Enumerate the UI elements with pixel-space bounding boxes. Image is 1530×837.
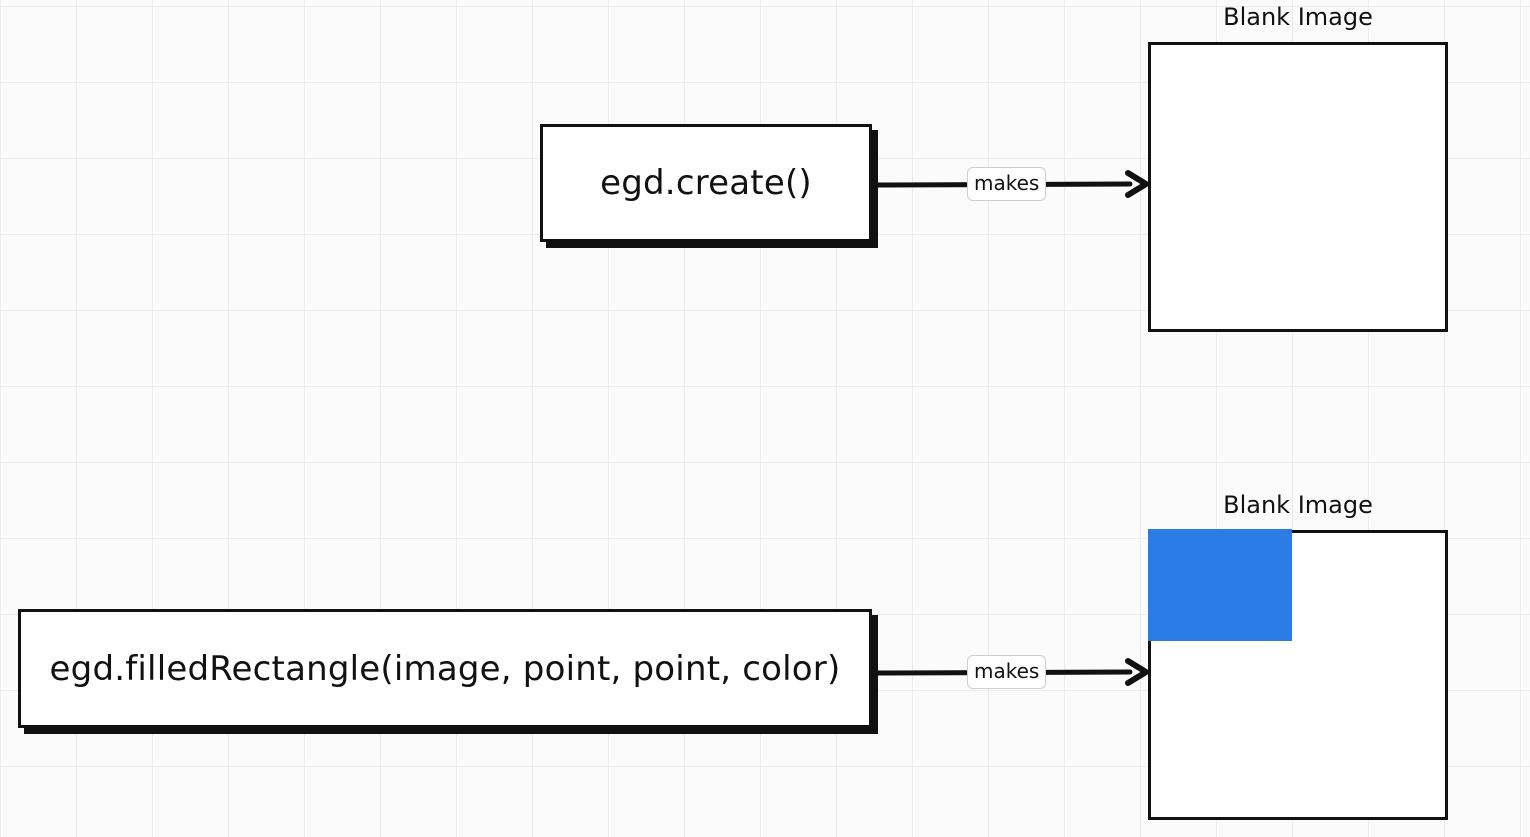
create-function-box: egd.create() bbox=[540, 124, 872, 242]
blank-image-title-bottom: Blank Image bbox=[1223, 491, 1373, 519]
filled-blue-rectangle bbox=[1148, 529, 1292, 641]
blank-image-title-top: Blank Image bbox=[1223, 3, 1373, 31]
filled-rectangle-makes-label: makes bbox=[967, 655, 1047, 689]
blank-image-top bbox=[1148, 42, 1448, 332]
create-makes-label: makes bbox=[967, 167, 1047, 201]
filled-rectangle-function-label: egd.filledRectangle(image, point, point,… bbox=[49, 648, 841, 689]
create-function-label: egd.create() bbox=[600, 163, 812, 203]
filled-rectangle-function-box: egd.filledRectangle(image, point, point,… bbox=[18, 609, 872, 728]
